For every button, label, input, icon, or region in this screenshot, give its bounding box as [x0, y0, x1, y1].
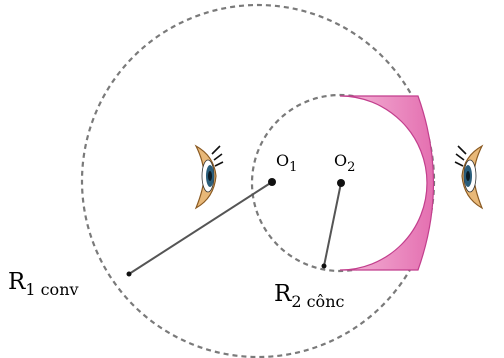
endpoint-r1 — [126, 271, 132, 277]
meniscus-lens — [339, 95, 435, 271]
radius-line-concave — [323, 182, 342, 267]
label-o2: O2 — [334, 151, 355, 175]
label-r1-conv: R1 conv — [8, 269, 79, 299]
radius-line-convex — [128, 181, 273, 275]
endpoint-r2 — [321, 263, 327, 269]
label-o1: O1 — [276, 151, 297, 175]
label-r2-conc: R2 cônc — [274, 281, 344, 311]
eye-icon — [194, 144, 224, 210]
center-point-o1 — [268, 178, 276, 186]
eye-icon — [454, 144, 484, 210]
convex-surface-circle — [80, 3, 436, 358]
center-point-o2 — [337, 179, 345, 187]
